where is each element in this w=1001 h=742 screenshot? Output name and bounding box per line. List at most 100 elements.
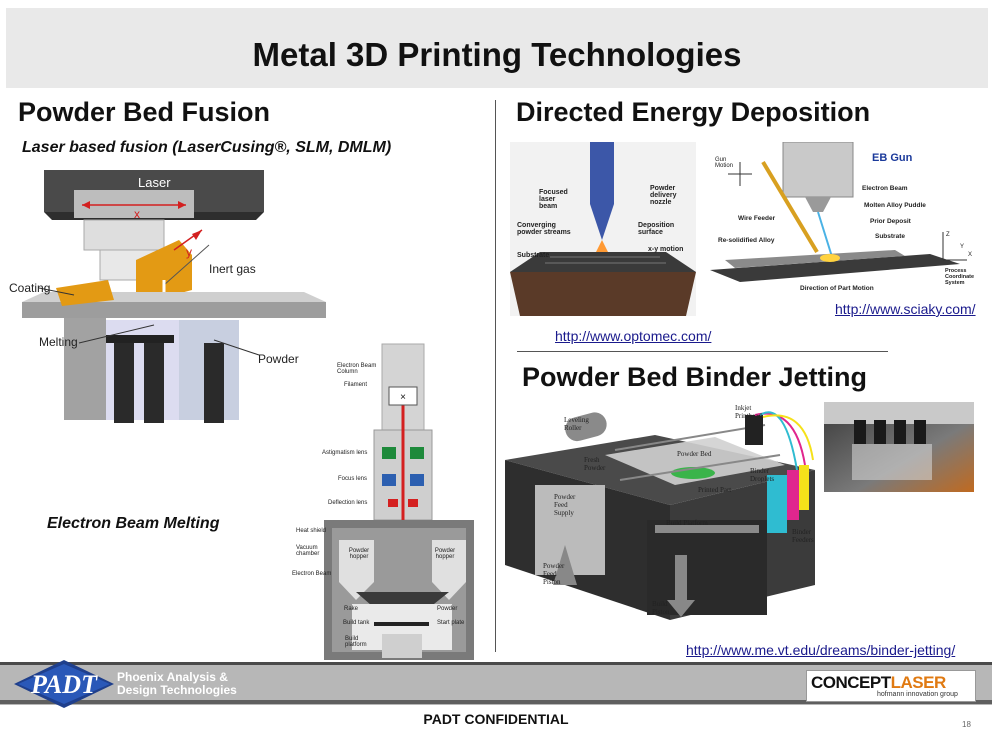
deflection-label: Deflection lens — [328, 500, 368, 506]
concept-laser-logo: CONCEPTLASER hofmann innovation group — [806, 670, 976, 702]
wire-feeder-label: Wire Feeder — [738, 215, 776, 222]
laser-label: Laser — [138, 175, 171, 190]
vertical-divider — [495, 100, 496, 652]
company-name: Phoenix Analysis & Design Technologies — [117, 671, 237, 697]
binder-jetting-photo — [824, 402, 974, 492]
optomec-substrate-label: Substrate — [517, 252, 550, 259]
company-line-1: Phoenix Analysis & — [117, 670, 228, 684]
sciaky-beam — [817, 211, 834, 261]
padt-logo-text: PADT — [30, 670, 98, 699]
sciaky-link[interactable]: http://www.sciaky.com/ — [835, 301, 976, 317]
optomec-diagram — [510, 142, 696, 316]
concept-laser-wordmark: CONCEPTLASER — [811, 673, 946, 692]
start-plate-label: Start plate — [437, 620, 465, 626]
hopper-left — [339, 540, 374, 600]
wire-feeder — [761, 160, 819, 254]
coord-system-label: Process Coordinate System — [945, 268, 975, 286]
coord-z: Z — [946, 232, 950, 238]
footer-top-rule — [0, 662, 992, 665]
build-piston-label: Build Piston — [652, 600, 670, 616]
powder-supply-label: Powder Feed Supply — [554, 493, 576, 517]
binder-feeder-cyan — [767, 475, 787, 533]
powder-bed-surface — [605, 437, 785, 485]
build-platform-bj-label: Build Platform — [666, 519, 708, 527]
converging-label: Converging powder streams — [517, 222, 571, 236]
laser-nozzle — [590, 142, 614, 240]
astigmatism-label: Astigmatism lens — [322, 450, 368, 456]
piston-right — [204, 343, 224, 423]
laser-fusion-subheading: Laser based fusion (LaserCusing®, SLM, D… — [22, 139, 392, 156]
binder-jetting-link[interactable]: http://www.me.vt.edu/dreams/binder-jetti… — [686, 642, 956, 658]
inkjet-label: Inkjet Printhead — [735, 404, 762, 420]
build-box — [647, 520, 767, 615]
xy-motion-label: x-y motion — [648, 246, 684, 253]
printed-part-label: Printed Part — [698, 486, 732, 494]
deposition-label: Deposition surface — [638, 222, 675, 236]
piston-left — [114, 343, 134, 423]
slide-title: Metal 3D Printing Technologies — [252, 36, 742, 73]
nozzle-label: Powder delivery nozzle — [650, 185, 677, 206]
direction-label: Direction of Part Motion — [800, 285, 874, 292]
build-tank-label: Build tank — [343, 620, 370, 626]
company-line-2: Design Technologies — [117, 683, 237, 697]
ebm-powder-label: Powder — [437, 606, 458, 612]
laser-rail — [74, 190, 194, 218]
padt-logo: PADT — [14, 660, 114, 708]
ebm-heading: Electron Beam Melting — [47, 515, 220, 532]
ebm-diagram: × — [324, 343, 474, 660]
hopper-left-label: Powder hopper — [348, 548, 370, 560]
laser-head-upper — [83, 219, 165, 251]
sciaky-substrate-label: Substrate — [875, 233, 905, 240]
sciaky-substrate — [710, 254, 960, 282]
eb-gun-label: EB Gun — [872, 152, 913, 164]
binder-jetting-heading: Powder Bed Binder Jetting — [522, 362, 868, 392]
coating-blade — [56, 280, 114, 306]
feed-piston-arrow — [553, 545, 577, 585]
binder-feeders-label: Binder Feeders — [792, 528, 814, 544]
deflection-lens — [388, 499, 398, 507]
filament-label: Filament — [344, 382, 368, 388]
coord-y: Y — [960, 244, 965, 250]
substrate-block — [510, 272, 696, 316]
electron-beam-label: Electron Beam — [292, 571, 332, 577]
powder-supply-box — [535, 485, 605, 575]
prior-deposit-label: Prior Deposit — [870, 218, 911, 225]
powder-label: Powder — [258, 352, 299, 366]
build-plate — [104, 335, 174, 343]
svg-text:×: × — [400, 392, 406, 403]
concept-laser-tagline: hofmann innovation group — [877, 691, 958, 698]
inert-gas-label: Inert gas — [209, 262, 256, 276]
build-piston-arrow — [667, 555, 695, 617]
leveling-roller — [565, 412, 607, 442]
focus-lens-label: Focus lens — [338, 476, 368, 482]
confidential-notice: PADT CONFIDENTIAL — [423, 711, 569, 727]
coating-label: Coating — [9, 281, 51, 295]
powder-bed-label: Powder Bed — [677, 450, 712, 458]
eb-gun-body — [782, 142, 854, 198]
focused-beam-label: Focused laser beam — [539, 189, 568, 210]
ebm-column-label: Electron Beam Column — [337, 363, 377, 375]
rake-label: Rake — [344, 606, 359, 612]
vacuum-label: Vacuum chamber — [296, 545, 320, 557]
sciaky-electron-beam-label: Electron Beam — [862, 185, 908, 192]
optomec-link[interactable]: http://www.optomec.com/ — [555, 328, 712, 344]
hopper-right-label: Powder hopper — [434, 548, 456, 560]
fresh-powder-label: Fresh Powder — [584, 456, 606, 472]
focus-lens-left — [382, 474, 396, 486]
leveling-roller-label: Leveling Roller — [564, 416, 589, 432]
molten-label: Molten Alloy Puddle — [864, 202, 926, 209]
powder-bed-fusion-heading: Powder Bed Fusion — [18, 97, 271, 127]
laser-pbf-diagram — [22, 170, 326, 423]
build-platform-label: Build platform — [345, 636, 367, 648]
footer-bottom-rule — [0, 700, 992, 704]
astigmatism-lens-left — [382, 447, 396, 459]
inkjet-printhead — [745, 415, 763, 445]
feed-piston-label: Powder Feed Piston — [543, 562, 565, 586]
melting-label: Melting — [39, 335, 78, 349]
horizontal-divider — [517, 351, 888, 352]
gun-motion-label: Gun Motion — [715, 157, 734, 169]
sciaky-diagram — [705, 142, 977, 292]
start-plate — [374, 622, 429, 626]
resolidified-label: Re-solidified Alloy — [718, 237, 775, 244]
ded-heading: Directed Energy Deposition — [516, 97, 871, 127]
